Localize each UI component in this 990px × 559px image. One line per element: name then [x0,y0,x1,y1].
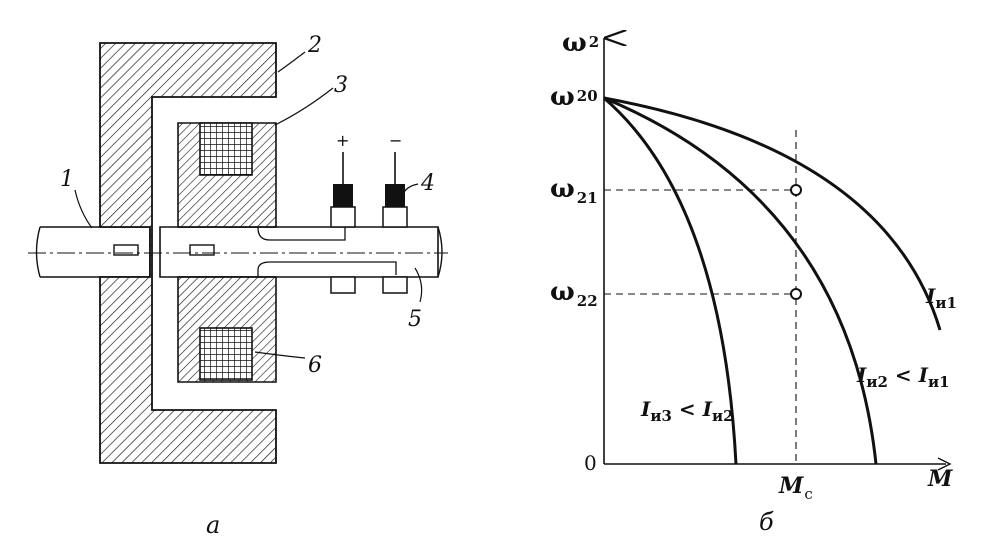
curve-i1 [603,96,942,331]
clutch-drawing: + − 1 2 3 4 5 6 а [28,33,448,539]
outer-rotor [99,42,277,464]
inner-rotor [177,122,277,383]
curve-label-i3: Iи3 < Iи2 [640,397,734,425]
mc-label: Mс [778,473,813,503]
coil-winding-bottom [199,327,253,381]
callout-5: 5 [408,307,422,332]
coil-winding-top [199,122,253,176]
shaft-key [113,244,139,256]
callout-leaders [74,51,423,359]
callout-3: 3 [334,73,348,98]
panel-label-a: а [206,511,220,539]
curve-i3 [603,96,738,465]
minus-terminal: − [389,131,402,150]
curve-i2 [603,96,878,465]
operating-point-1 [790,184,802,196]
callout-2: 2 [307,33,322,58]
x-axis-arrow [937,457,952,471]
callout-4: 4 [420,171,435,196]
panel-label-b: б [759,508,774,536]
curve-label-i1: Iи1 [925,284,957,312]
x-axis-label: M [927,466,953,492]
shaft-key [189,244,215,256]
callout-1: 1 [60,167,74,192]
origin-label: 0 [584,451,597,475]
operating-point-2 [790,288,802,300]
callout-6: 6 [308,353,322,378]
brushes [333,152,405,207]
plus-terminal: + [336,131,349,150]
curve-label-i2: Iи2 < Iи1 [856,363,950,391]
input-shaft [35,226,151,278]
